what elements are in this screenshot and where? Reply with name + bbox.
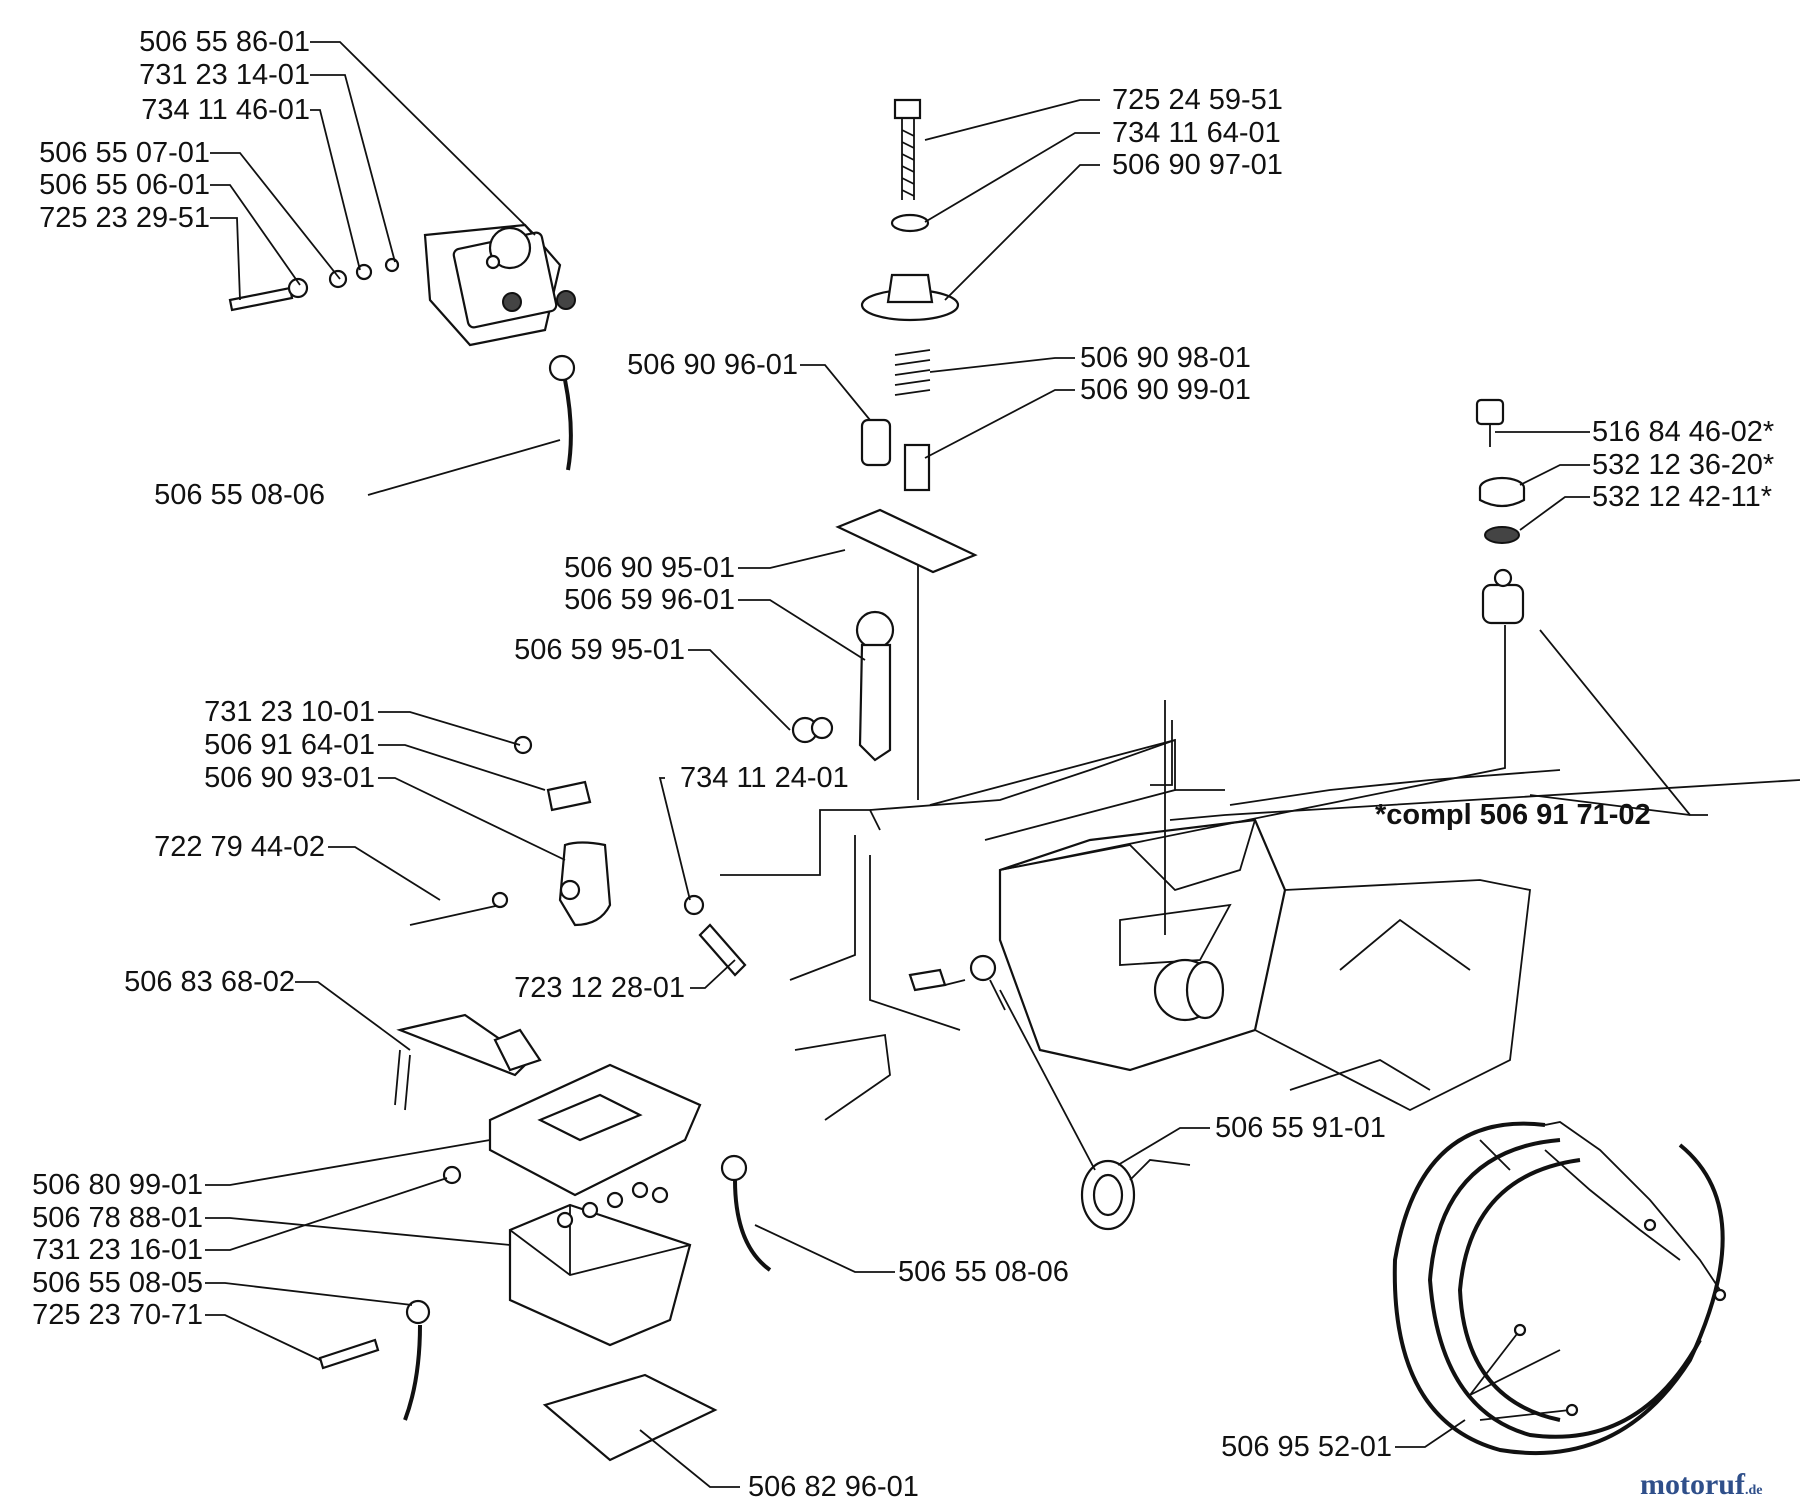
part-label: 731 23 16-01	[32, 1234, 203, 1266]
part-label: 506 80 99-01	[32, 1169, 203, 1201]
part-label: 506 55 08-06	[898, 1256, 1069, 1288]
part-label: 734 11 46-01	[141, 94, 310, 126]
part-label: 506 83 68-02	[124, 966, 295, 998]
part-label: 516 84 46-02*	[1592, 416, 1775, 448]
battery-assembly	[318, 1013, 772, 1462]
part-label: 734 11 24-01	[680, 762, 849, 794]
watermark-domain: .de	[1744, 1483, 1763, 1498]
solenoid-assembly	[423, 223, 576, 347]
leader-lines	[205, 41, 1708, 1488]
part-label: 506 90 93-01	[204, 762, 375, 794]
chassis	[720, 700, 1800, 1121]
part-label: 506 90 96-01	[627, 349, 798, 381]
part-label: 506 95 52-01	[1221, 1431, 1392, 1463]
part-label: 506 55 08-06	[154, 479, 325, 511]
part-label: 506 91 64-01	[204, 729, 375, 761]
part-label: 532 12 36-20*	[1592, 449, 1775, 481]
mounting-plate	[835, 508, 978, 800]
part-label: 506 90 98-01	[1080, 342, 1251, 374]
part-label: 731 23 10-01	[204, 696, 375, 728]
part-label: 532 12 42-11*	[1592, 481, 1773, 513]
part-label: 506 55 91-01	[1215, 1112, 1386, 1144]
part-label: 506 55 86-01	[139, 26, 310, 58]
lever	[791, 610, 895, 762]
part-label: 734 11 64-01	[1112, 117, 1281, 149]
part-label: 506 59 96-01	[564, 584, 735, 616]
safety-switch	[409, 735, 1006, 1011]
bolt-spring-stack	[860, 98, 960, 492]
gear-wheel	[1080, 1159, 1136, 1231]
part-label: 725 23 70-71	[32, 1299, 203, 1331]
wire-harness	[1392, 1121, 1727, 1455]
part-label: 731 23 14-01	[139, 59, 310, 91]
part-label: 506 55 06-01	[39, 169, 210, 201]
part-label: 506 55 08-05	[32, 1267, 203, 1299]
part-label: 506 55 07-01	[39, 137, 210, 169]
watermark-logo: motoruf.de	[1640, 1468, 1762, 1502]
part-label: 506 78 88-01	[32, 1202, 203, 1234]
part-label: 506 90 95-01	[564, 552, 735, 584]
part-label: *compl 506 91 71-02	[1375, 799, 1651, 831]
part-label: 506 82 96-01	[748, 1471, 919, 1503]
part-label: 725 23 29-51	[39, 202, 210, 234]
part-label: 506 90 97-01	[1112, 149, 1283, 181]
part-label: 722 79 44-02	[154, 831, 325, 863]
ignition-switch	[1475, 398, 1526, 625]
solenoid-bolt-stack	[228, 257, 400, 312]
solenoid-cable	[548, 354, 576, 471]
part-label: 723 12 28-01	[514, 972, 685, 1004]
part-label: 725 24 59-51	[1112, 84, 1283, 116]
part-label: 506 59 95-01	[514, 634, 685, 666]
part-label: 506 90 99-01	[1080, 374, 1251, 406]
watermark-brand: motoruf	[1640, 1468, 1745, 1501]
